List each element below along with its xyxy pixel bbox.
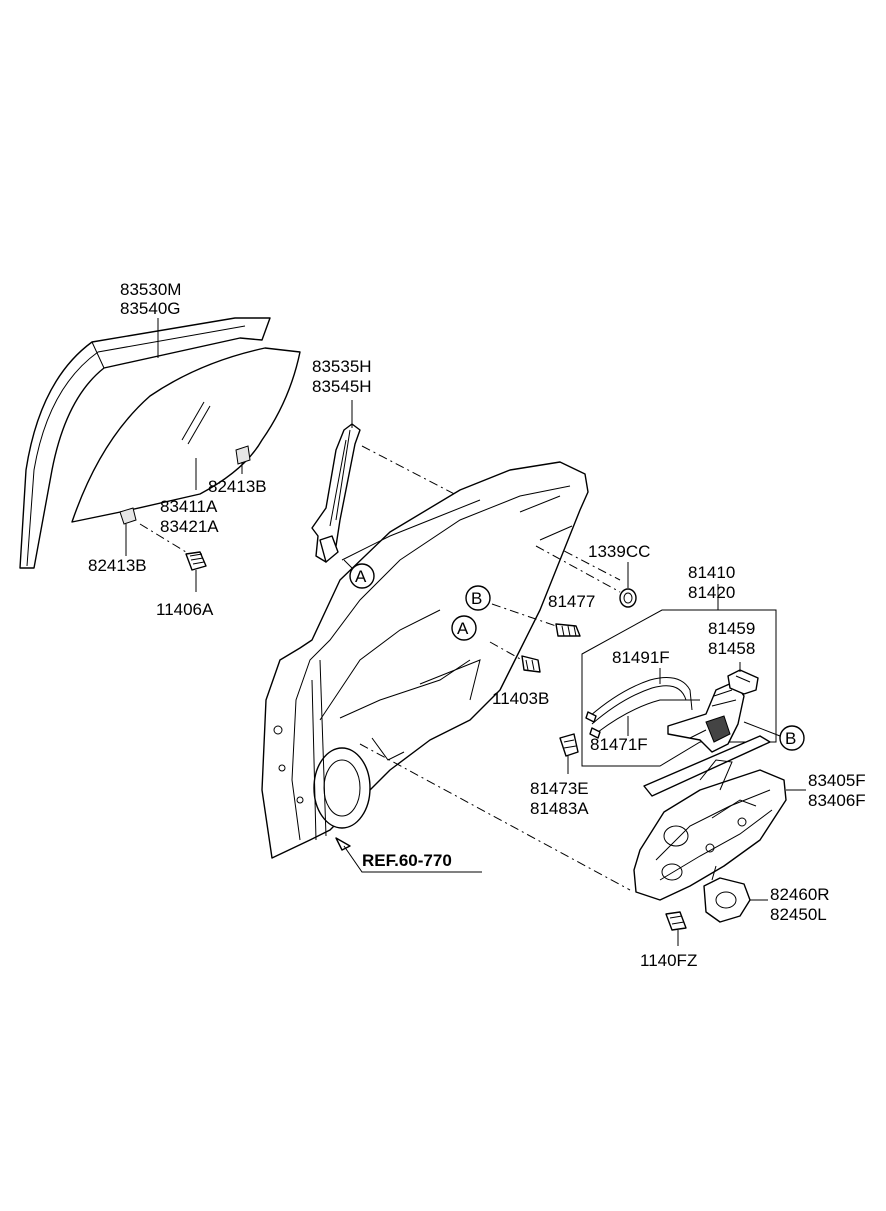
svg-text:A: A <box>355 567 367 586</box>
label-latch-2: 81420 <box>688 583 735 602</box>
svg-text:A: A <box>457 619 469 638</box>
callout-b-door: B <box>465 585 491 611</box>
channel-ref-line <box>361 445 621 581</box>
label-actuator-1: 81459 <box>708 619 755 638</box>
label-glass-2: 83421A <box>160 517 219 536</box>
label-glass-run-1: 83530M <box>120 280 181 299</box>
glass-channel <box>311 423 361 563</box>
callout-a-door: A <box>451 615 477 641</box>
glass-holder-upper <box>235 445 251 465</box>
label-glass-run-2: 83540G <box>120 299 181 318</box>
label-holder-upper: 82413B <box>208 477 267 496</box>
glass-holder-lower <box>119 507 137 525</box>
label-regulator-2: 83406F <box>808 791 866 810</box>
glass-run-weatherstrip <box>19 317 271 569</box>
label-motor-1: 82460R <box>770 885 830 904</box>
label-motor-2: 82450L <box>770 905 827 924</box>
bolt-glass <box>139 523 207 571</box>
bolt-regulator <box>665 911 687 946</box>
regulator-motor <box>703 865 768 923</box>
label-striker-2: 81483A <box>530 799 589 818</box>
door-inner-panel <box>261 461 589 859</box>
latch-actuator <box>727 662 759 695</box>
label-bolt-door: 11403B <box>492 689 549 708</box>
striker-bracket <box>559 733 579 774</box>
latch-assembly-box <box>581 584 777 767</box>
callout-a-left: A <box>343 559 375 589</box>
label-latch-1: 81410 <box>688 563 735 582</box>
label-glass-1: 83411A <box>160 497 218 516</box>
label-bolt-regulator: 1140FZ <box>640 951 697 970</box>
svg-text:B: B <box>471 589 482 608</box>
window-regulator <box>633 735 806 901</box>
label-cable-lower: 81471F <box>590 735 648 754</box>
grommet <box>619 588 637 608</box>
label-striker-1: 81473E <box>530 779 589 798</box>
label-cable-upper: 81491F <box>612 648 670 667</box>
bolt-latch <box>491 603 581 637</box>
grommet-line <box>535 545 621 593</box>
label-regulator-1: 83405F <box>808 771 866 790</box>
door-latch <box>667 681 745 753</box>
label-actuator-2: 81458 <box>708 639 755 658</box>
door-to-regulator-line <box>359 743 631 891</box>
label-channel-2: 83545H <box>312 377 372 396</box>
reference-arrow <box>335 837 482 873</box>
latch-cables <box>585 668 700 739</box>
reference-label: REF.60-770 <box>362 851 452 870</box>
label-holder-lower: 82413B <box>88 556 147 575</box>
svg-text:B: B <box>785 729 796 748</box>
callout-b-latch: B <box>743 721 805 751</box>
label-grommet: 1339CC <box>588 542 650 561</box>
label-bolt-glass: 11406A <box>156 600 214 619</box>
label-channel-1: 83535H <box>312 357 372 376</box>
label-bolt-latch: 81477 <box>548 592 595 611</box>
bolt-door <box>489 641 541 673</box>
